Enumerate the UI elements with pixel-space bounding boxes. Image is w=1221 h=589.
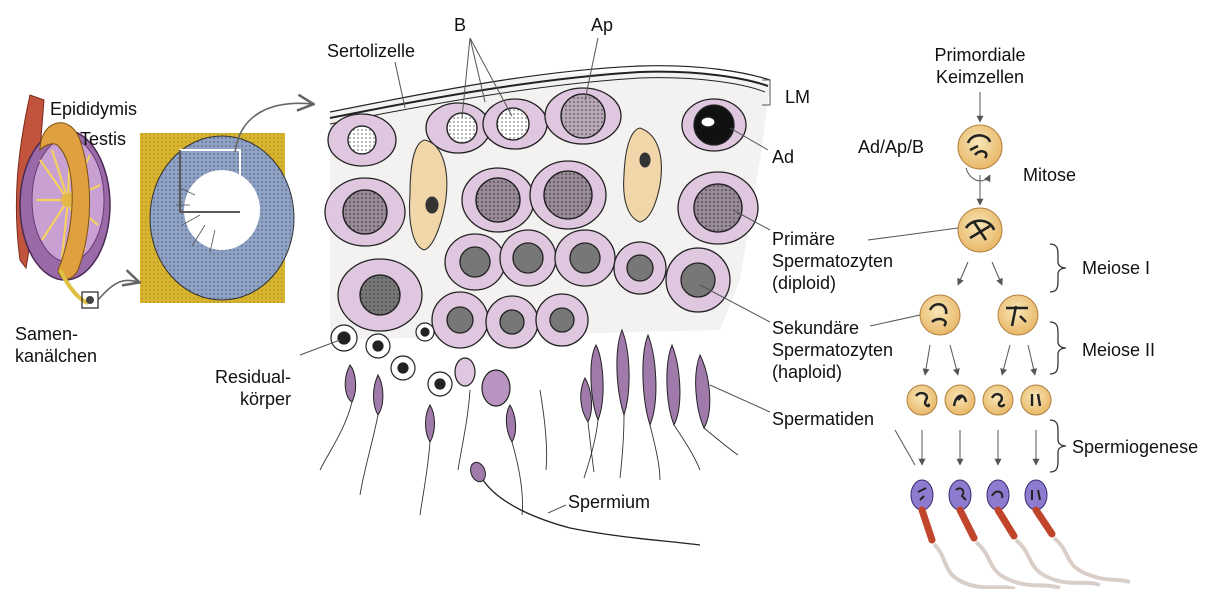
epithelium-section (320, 66, 770, 545)
label-lm: LM (785, 86, 810, 108)
zoom-arrow-1 (98, 280, 138, 300)
label-spermatids: Spermatiden (772, 408, 874, 430)
label-ad: Ad (772, 146, 794, 168)
secondary-spermatocyte-1 (920, 295, 960, 335)
stem-cell (958, 125, 1002, 169)
bracket-meiosis1 (1050, 244, 1066, 292)
label-primary-spermatocytes: Primäre Spermatozyten (diploid) (772, 228, 893, 294)
bracket-meiosis2 (1050, 322, 1066, 374)
label-meiosis-1: Meiose I (1082, 257, 1150, 279)
label-sertoli-cell: Sertolizelle (327, 40, 415, 62)
mature-sperm-group (911, 480, 1130, 589)
label-ap: Ap (591, 14, 613, 36)
spermatid-1 (907, 385, 937, 415)
label-seminiferous-tubule: Samen- kanälchen (15, 323, 97, 367)
spermatid-3 (983, 385, 1013, 415)
label-residual-body: Residual- körper (215, 366, 291, 410)
label-spermiogenesis: Spermiogenese (1072, 436, 1198, 458)
label-epididymis: Epididymis (50, 98, 137, 120)
spermium-head (468, 460, 488, 484)
label-spermium: Spermium (568, 491, 650, 513)
secondary-spermatocyte-2 (998, 295, 1038, 335)
bracket-spermiogenesis (1050, 420, 1066, 472)
label-primordial-germ-cells: Primordiale Keimzellen (925, 44, 1035, 88)
sperm-4 (1025, 480, 1130, 582)
testis-illustration (16, 95, 110, 308)
label-b: B (454, 14, 466, 36)
spermatid-4 (1021, 385, 1051, 415)
label-ad-ap-b: Ad/Ap/B (858, 136, 924, 158)
tubule-cross-section (140, 133, 294, 303)
label-mitosis: Mitose (1023, 164, 1076, 186)
label-testis: Testis (80, 128, 126, 150)
spermatid-2 (945, 385, 975, 415)
label-meiosis-2: Meiose II (1082, 339, 1155, 361)
label-secondary-spermatocytes: Sekundäre Spermatozyten (haploid) (772, 317, 893, 383)
